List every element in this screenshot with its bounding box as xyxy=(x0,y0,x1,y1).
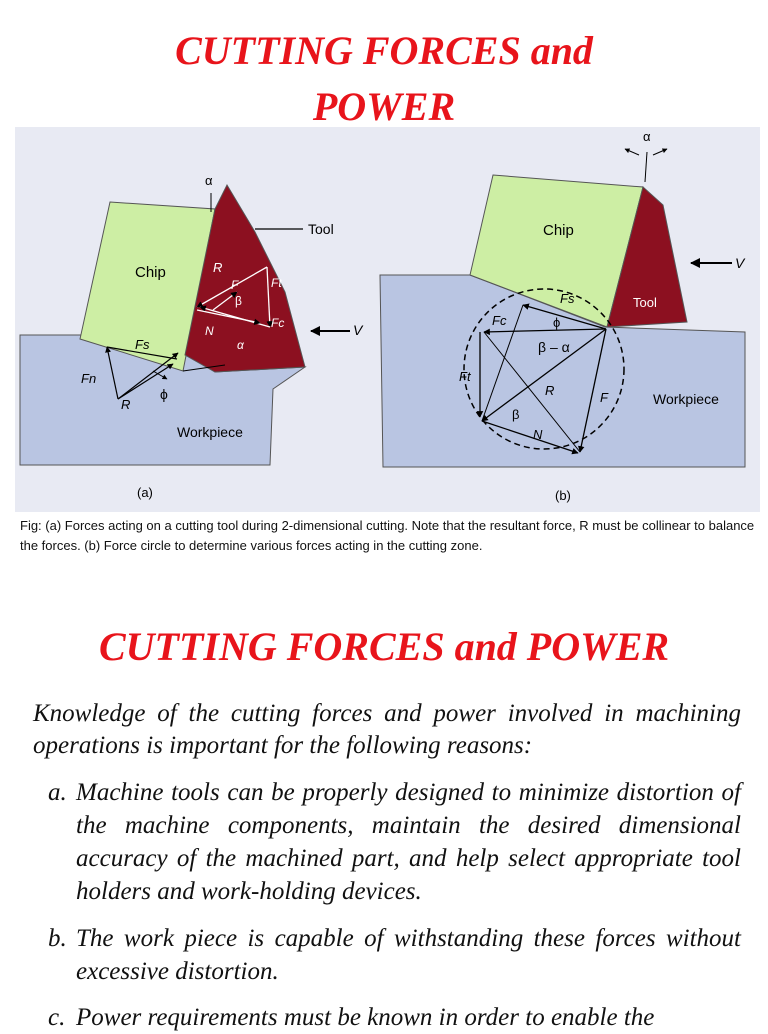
label-b-beta-minus-alpha: β – α xyxy=(538,339,570,355)
label-b-panel: (b) xyxy=(555,488,571,503)
panel-b: α Chip V Tool Fs Fc ϕ β – α Ft R F Workp… xyxy=(379,129,746,503)
panel-a: α Tool Chip V R F Ft β Fc N α Fs Fn ϕ R … xyxy=(19,173,364,500)
list-item: b. The work piece is capable of withstan… xyxy=(48,922,741,988)
label-b-F: F xyxy=(600,390,609,405)
label-a-Ft: Ft xyxy=(271,276,282,290)
label-a-phi: ϕ xyxy=(160,386,168,402)
label-a-alpha-small: α xyxy=(237,338,245,352)
figure-caption: Fig: (a) Forces acting on a cutting tool… xyxy=(20,518,755,553)
list-item-text: The work piece is capable of withstandin… xyxy=(76,925,741,985)
label-b-Fs: Fs xyxy=(560,291,575,306)
label-a-workpiece: Workpiece xyxy=(177,424,243,440)
label-b-phi: ϕ xyxy=(553,315,560,330)
label-b-N: N xyxy=(533,427,543,442)
label-a-Fc: Fc xyxy=(271,316,284,330)
list-item-label: c. xyxy=(48,1004,66,1031)
list-item-label: b. xyxy=(48,925,67,952)
label-a-beta: β xyxy=(235,294,242,308)
label-a-V: V xyxy=(353,322,364,338)
label-b-tool: Tool xyxy=(633,295,657,310)
tool-b xyxy=(606,186,688,328)
label-b-beta: β xyxy=(512,407,519,422)
tool-a xyxy=(184,183,306,373)
list-item-text: Power requirements must be known in orde… xyxy=(76,1004,655,1031)
label-b-chip: Chip xyxy=(543,222,574,239)
label-b-Ft: Ft xyxy=(459,369,472,384)
cutting-forces-figure: α Tool Chip V R F Ft β Fc N α Fs Fn ϕ R … xyxy=(15,127,760,512)
label-a-alpha: α xyxy=(205,173,213,188)
label-a-panel: (a) xyxy=(137,485,153,500)
label-b-workpiece: Workpiece xyxy=(653,391,719,407)
label-a-R-top: R xyxy=(213,260,222,275)
label-b-R: R xyxy=(545,383,554,398)
list-item: c. Power requirements must be known in o… xyxy=(48,1001,741,1034)
page-title-line1: CUTTING FORCES and xyxy=(175,28,593,73)
intro-paragraph: Knowledge of the cutting forces and powe… xyxy=(33,700,741,759)
label-a-tool: Tool xyxy=(308,221,334,237)
label-a-chip: Chip xyxy=(135,264,166,281)
label-a-N: N xyxy=(205,324,214,338)
list-item-label: a. xyxy=(48,779,67,806)
label-b-V: V xyxy=(735,255,746,271)
list-item: a. Machine tools can be properly designe… xyxy=(48,776,741,908)
list-item-text: Machine tools can be properly designed t… xyxy=(76,779,741,905)
section-title: CUTTING FORCES and POWER xyxy=(98,624,670,669)
force-circle xyxy=(463,288,625,450)
label-b-alpha: α xyxy=(643,129,651,144)
label-a-R-bottom: R xyxy=(121,397,130,412)
page-title-line2: POWER xyxy=(312,84,456,129)
label-b-Fc: Fc xyxy=(492,313,507,328)
label-a-Fn: Fn xyxy=(81,371,96,386)
label-a-F: F xyxy=(231,278,239,292)
label-a-Fs: Fs xyxy=(135,337,150,352)
